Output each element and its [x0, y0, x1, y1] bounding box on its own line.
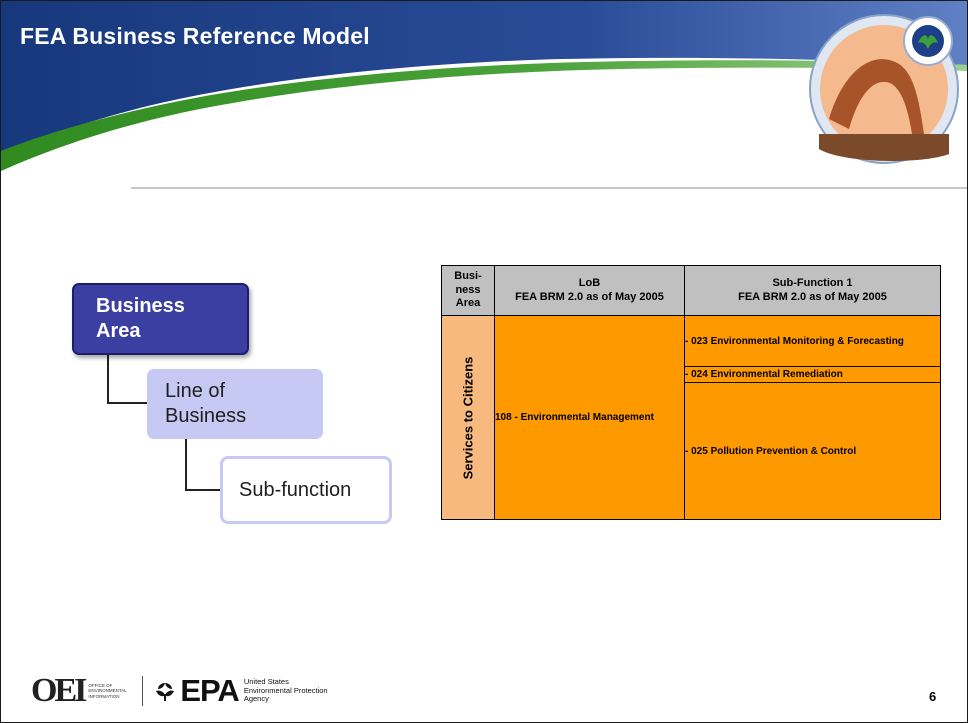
header-lob: LoB FEA BRM 2.0 as of May 2005 — [494, 265, 685, 316]
epa-text-line2: Environmental Protection — [243, 685, 328, 695]
sub-function-box: Sub-function — [220, 456, 392, 524]
epa-logo: EPA United States Environmental Protecti… — [153, 673, 328, 709]
slide-title: FEA Business Reference Model — [20, 23, 370, 49]
connector-line — [107, 355, 109, 403]
lob-value: 108 - Environmental Management — [495, 412, 654, 423]
lob-label-line2: Business — [165, 405, 247, 427]
oei-logo-text: Office of Environmental Information — [88, 683, 132, 699]
header-ba-line3: Area — [455, 297, 481, 310]
header-ba-line2: ness — [455, 283, 481, 296]
epa-text-line1: United States — [243, 677, 289, 687]
connector-line — [107, 402, 149, 404]
sub-function-cell: - 025 Pollution Prevention & Control — [684, 382, 941, 520]
epa-logo-text: United States Environmental Protection A… — [243, 677, 328, 704]
sub-function-cell: - 023 Environmental Monitoring & Forecas… — [684, 315, 941, 367]
connector-line — [185, 489, 221, 491]
sub-function-label: Sub-function — [239, 478, 352, 501]
header-lob-line2: FEA BRM 2.0 as of May 2005 — [515, 290, 664, 303]
oei-text-line2: Environmental — [88, 688, 127, 694]
oei-text-line3: Information — [88, 693, 120, 699]
sub-function-value: - 025 Pollution Prevention & Control — [685, 445, 857, 457]
header-sub-function: Sub-Function 1 FEA BRM 2.0 as of May 200… — [684, 265, 941, 316]
header-lob-line1: LoB — [578, 276, 601, 289]
table-row: Services to Citizens 108 - Environmental… — [441, 315, 941, 520]
lob-cell: 108 - Environmental Management — [494, 315, 685, 520]
header-sf-line1: Sub-Function 1 — [772, 276, 853, 289]
business-area-value: Services to Citizens — [460, 356, 476, 479]
epa-seal-arch-emblem — [809, 14, 959, 164]
oei-text-line1: Office of — [88, 683, 113, 689]
business-area-cell: Services to Citizens — [441, 315, 495, 520]
brm-table: Busi- ness Area LoB FEA BRM 2.0 as of Ma… — [441, 265, 941, 520]
connector-line — [185, 439, 187, 491]
table-header-row: Busi- ness Area LoB FEA BRM 2.0 as of Ma… — [441, 265, 941, 316]
epa-mark: EPA — [180, 673, 239, 708]
logo-divider — [142, 676, 144, 706]
header-business-area: Busi- ness Area — [441, 265, 495, 316]
divider-line — [131, 187, 967, 189]
oei-mark: OEI — [31, 672, 87, 709]
header-banner — [1, 1, 967, 171]
sub-function-value: - 024 Environmental Remediation — [685, 369, 843, 380]
page-number: 6 — [929, 689, 937, 704]
business-area-label-line2: Area — [96, 320, 141, 342]
sub-function-cell: - 024 Environmental Remediation — [684, 366, 941, 383]
business-area-label-line1: Business — [96, 295, 185, 317]
oei-logo: OEI Office of Environmental Information — [31, 672, 132, 710]
epa-flower-icon — [156, 683, 175, 701]
sub-function-value: - 023 Environmental Monitoring & Forecas… — [685, 335, 904, 347]
table-row: - 025 Pollution Prevention & Control — [442, 382, 941, 520]
header-sf-line2: FEA BRM 2.0 as of May 2005 — [738, 290, 887, 303]
line-of-business-box: Line of Business — [147, 369, 323, 439]
footer-logos: OEI Office of Environmental Information … — [31, 672, 328, 710]
header-ba-line1: Busi- — [454, 269, 482, 282]
business-area-box: Business Area — [72, 283, 249, 355]
epa-text-line3: Agency — [243, 694, 269, 704]
lob-label-line1: Line of — [165, 380, 226, 402]
